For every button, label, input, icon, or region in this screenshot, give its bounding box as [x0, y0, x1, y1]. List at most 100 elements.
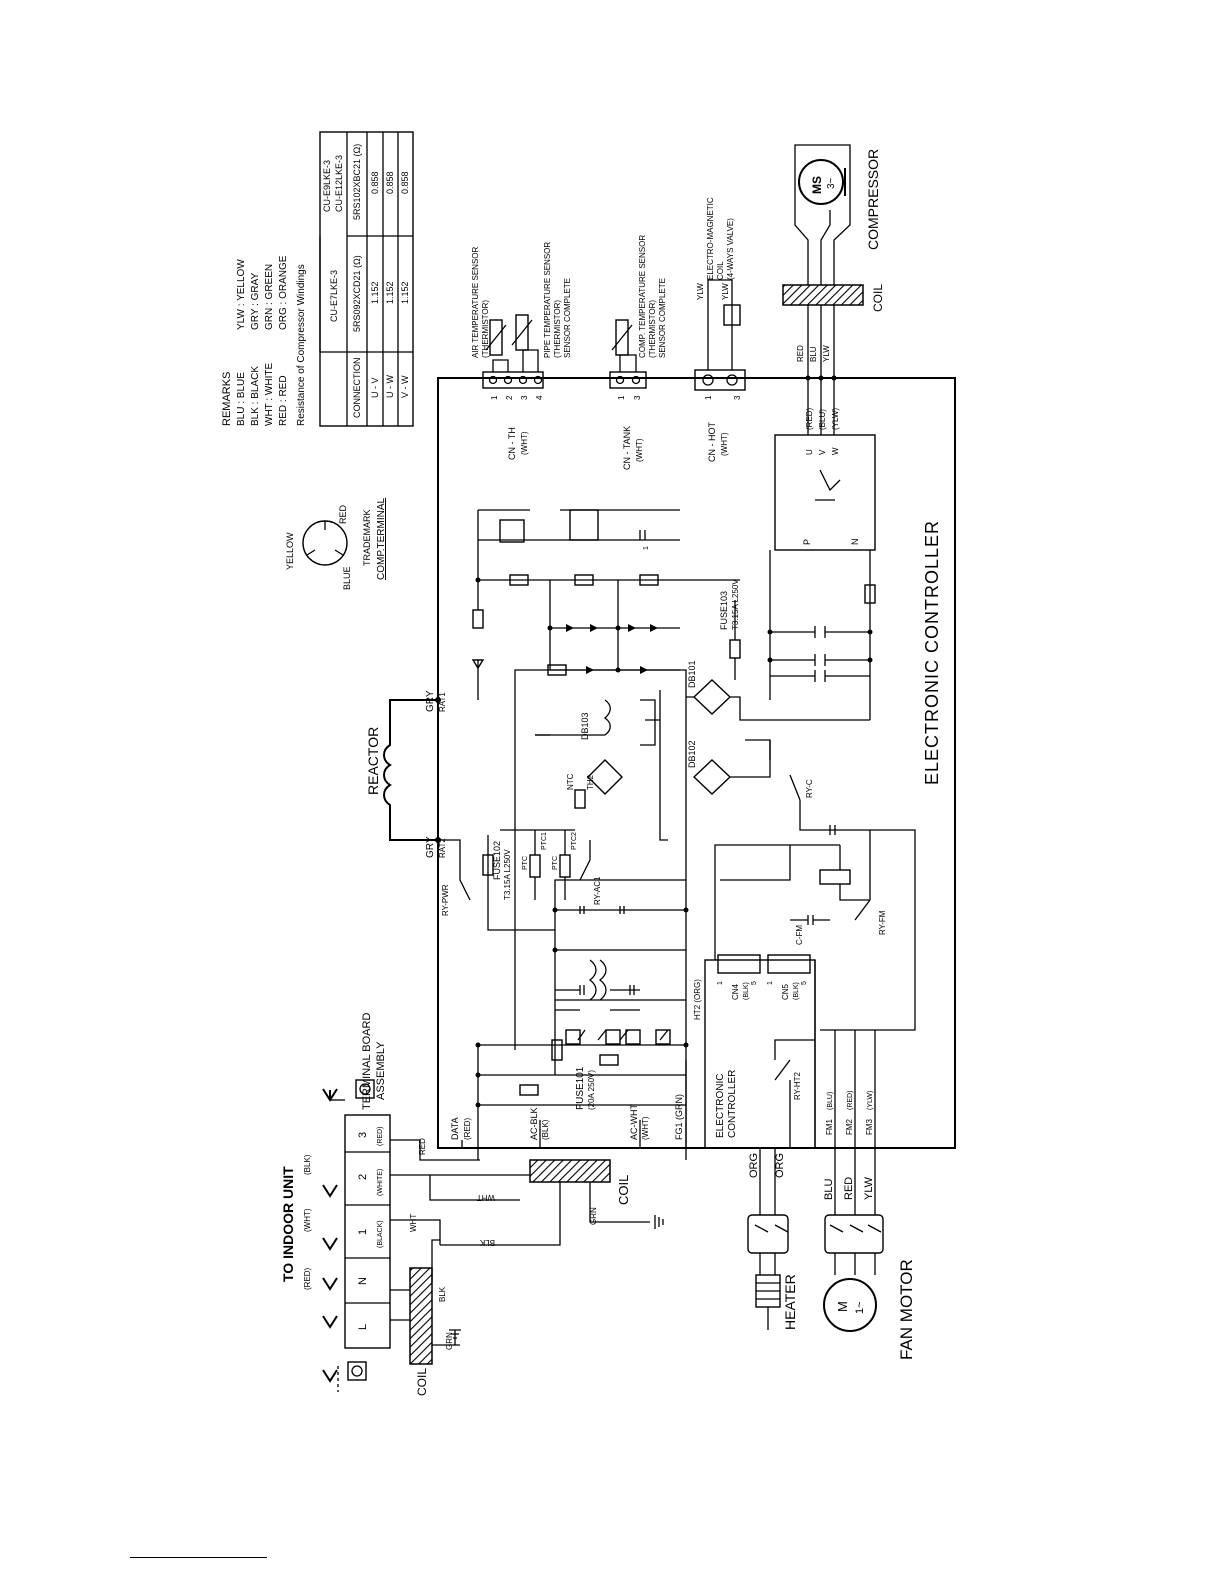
table-cell: 1.152	[400, 281, 410, 304]
terminal-top-red: (RED)	[303, 1267, 312, 1290]
table-cell: 1.152	[370, 281, 380, 304]
fuse103-label: FUSE103	[719, 591, 729, 630]
comp-terminal-red: RED	[338, 504, 348, 524]
cn-th-pin1: 1	[490, 395, 499, 400]
valve-ylw-1: YLW	[696, 283, 705, 300]
cn5-label: CN5	[781, 983, 790, 1000]
cn-hot-pin3: 3	[733, 395, 742, 400]
fuse101-label: FUSE101	[575, 1066, 586, 1110]
reactor: REACTOR GRY RAT1 GRY RAT2	[365, 690, 447, 858]
table-cell: 0.858	[385, 171, 395, 194]
comp-wire-blu: BLU	[809, 346, 818, 362]
cn5-pin1: 1	[767, 981, 774, 985]
terminal-assembly-label: ASSEMBLY	[375, 1041, 387, 1100]
ptc2-label: PTC2	[571, 832, 578, 850]
cn-tank-color: (WHT)	[635, 438, 644, 462]
compressor-label: COMPRESSOR	[865, 149, 881, 250]
cn4-pin5: 5	[751, 981, 758, 985]
sub-controller-label-2: CONTROLLER	[727, 1070, 738, 1138]
valve-coil-label: COIL	[716, 261, 725, 280]
footer-rule	[130, 1557, 267, 1558]
ptc1-label: PTC1	[541, 832, 548, 850]
fuse102-rating: T3.15A L250V	[503, 849, 512, 900]
fuse101-rating: (20A 250V)	[587, 1070, 596, 1110]
compressor-ms: MS	[810, 176, 824, 194]
cn-hot-pin1: 1	[704, 395, 713, 400]
ipm-u-red: (RED)	[805, 407, 814, 430]
rectifier-block: DB101 DB102 RY-C	[686, 660, 870, 835]
connector-acblk: AC-BLK	[529, 1107, 539, 1140]
cn-th-color: (WHT)	[520, 431, 529, 455]
cn5-color: (BLK)	[793, 982, 800, 1000]
valve-ylw-2: YLW	[721, 283, 730, 300]
cn-th-pin4: 4	[535, 395, 544, 400]
electronic-controller-label: ELECTRONIC CONTROLLER	[922, 520, 942, 785]
db102-label: DB102	[687, 740, 697, 768]
wire-wht-label: WHT	[409, 1214, 418, 1232]
valve-type: (4-WAYS VALVE)	[726, 218, 735, 280]
terminal-cell-2: 2	[357, 1174, 369, 1180]
ipm-v-blu: (BLU)	[818, 409, 827, 430]
terminal-wires: WHT RED WHT BLK	[390, 1138, 561, 1247]
ht2-label: HT2 (ORG)	[693, 979, 702, 1020]
table-subheader-e9: 5RS102XBC21 (Ω)	[352, 144, 362, 220]
cn-hot-color: (WHT)	[720, 432, 729, 456]
junction-dots	[475, 375, 837, 1108]
ry-pwr-label: RY-PWR	[441, 884, 450, 916]
ptc1	[529, 854, 541, 878]
ipm-u: U	[805, 449, 814, 455]
remark-red: RED : RED	[278, 375, 289, 426]
air-sensor-label: AIR TEMPERATURE SENSOR	[471, 247, 480, 359]
fm3-color: (YLW)	[867, 1091, 874, 1110]
connector-acwht: AC-WHT	[629, 1104, 639, 1140]
connector-acwht-color: (WHT)	[641, 1116, 650, 1140]
converter-block: DB103 NTC TH2	[535, 690, 668, 841]
wire-gry-label-1: GRY	[425, 690, 436, 712]
ry-ht2-label: RY-HT2	[793, 1071, 802, 1100]
terminal-top-blk: (BLK)	[303, 1154, 312, 1175]
wire-red-label: RED	[418, 1138, 427, 1155]
terminal-cell-l: L	[357, 1324, 369, 1330]
fan-motor-m: M	[835, 1301, 850, 1312]
ntc-label: NTC	[566, 773, 575, 790]
db101-label: DB101	[687, 660, 697, 688]
fan-motor-label: FAN MOTOR	[897, 1259, 916, 1360]
terminal-coil	[409, 1267, 433, 1365]
table-subheader-e7: 5RS092XCD21 (Ω)	[352, 255, 362, 332]
valve-label: ELECTRO-MAGNETIC	[706, 197, 715, 280]
reactor-label: REACTOR	[365, 727, 381, 795]
main-coil-label: COIL	[616, 1175, 631, 1205]
comp-sensor-label: COMP. TEMPERATURE SENSOR	[638, 235, 647, 358]
fan-controller: ELECTRONIC CONTROLLER HT2 (ORG) 1 5 1 5 …	[693, 829, 916, 1149]
rat2-label: RAT2	[438, 838, 447, 858]
heater: ORG ORG HEATER	[747, 1148, 798, 1330]
wire-org-label-1: ORG	[748, 1153, 760, 1178]
ntc-thermistor	[574, 789, 586, 809]
fm1-label: FM1	[825, 1118, 834, 1135]
to-indoor-unit-label: TO INDOOR UNIT	[280, 1166, 296, 1282]
remark-ylw: YLW : YELLOW	[236, 259, 247, 330]
comp-terminal-title: COMP.TERMINAL	[376, 498, 387, 580]
fuse101	[551, 1039, 563, 1061]
remark-wht: WHT : WHITE	[264, 363, 275, 426]
fm2-label: FM2	[845, 1118, 854, 1135]
cn4-pin1: 1	[717, 981, 724, 985]
fuse102-label: FUSE102	[492, 841, 502, 880]
ipm-module	[774, 434, 876, 551]
ry-c-label: RY-C	[805, 779, 814, 798]
comp-terminal: YELLOW RED BLUE TRADEMARK COMP.TERMINAL	[285, 498, 387, 590]
remark-blu: BLU : BLUE	[236, 372, 247, 426]
dc-bus: FUSE103 T3.15A L250V P N U V W (RED) (BL…	[719, 375, 876, 720]
terminal-board-label: TERMINAL BOARD	[361, 1013, 373, 1110]
fm2-color: (RED)	[847, 1091, 854, 1110]
heater-label: HEATER	[782, 1274, 798, 1330]
wire-gry-label-2: GRY	[425, 836, 436, 858]
cap-plus: 1	[643, 546, 650, 550]
compressor-coil	[782, 284, 864, 306]
resistance-title: Resistance of Compressor Windings	[296, 264, 307, 426]
fan-wire-blu: BLU	[823, 1179, 835, 1200]
four-way-valve-coil	[723, 304, 741, 326]
cn5-pin5: 5	[801, 981, 808, 985]
remark-blk: BLK : BLACK	[250, 366, 261, 426]
cn4-color: (BLK)	[743, 982, 750, 1000]
